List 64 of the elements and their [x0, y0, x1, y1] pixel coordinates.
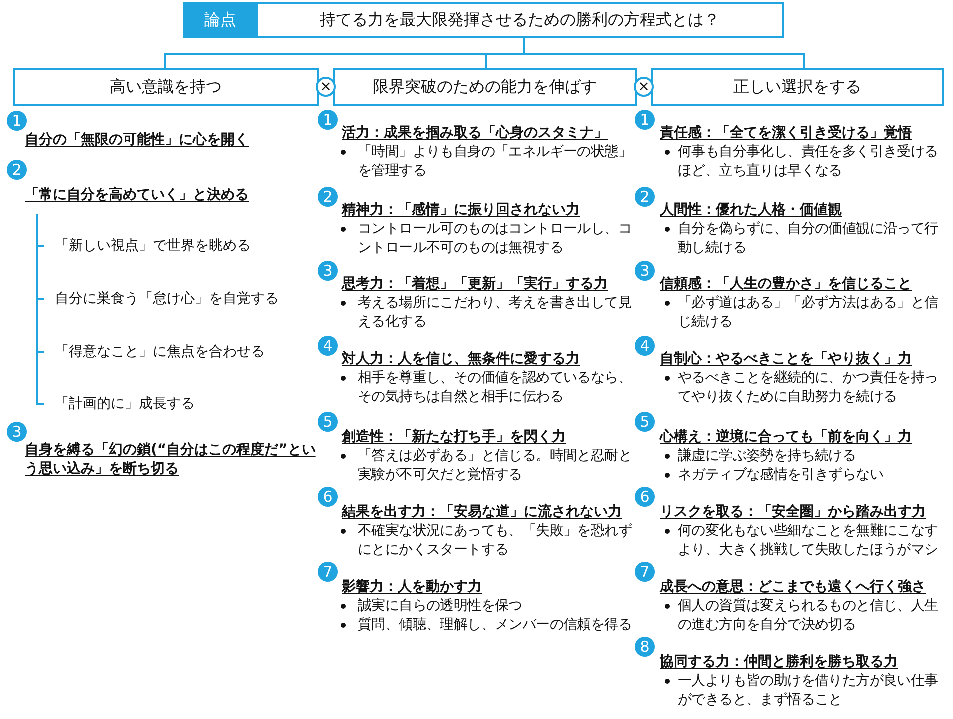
- bullet-text: 何の変化もない些細なことを無難にこなすより、大きく挑戦して失敗したほうがマシ: [678, 522, 940, 560]
- item-heading: 自分の「無限の可能性」に心を開く: [25, 131, 249, 150]
- bullet-text: 一人よりも皆の助けを借りた方が良い仕事ができると、まず悟ること: [678, 672, 940, 710]
- item-heading: 心構え：逆境に合っても「前を向く」力: [660, 428, 912, 447]
- bullet-text: やるべきことを継続的に、かつ責任を持ってやり抜くために自助努力を続ける: [678, 369, 940, 407]
- item-heading: 結果を出す力：「安易な道」に流されない力: [342, 503, 622, 522]
- number-badge: 1: [318, 110, 338, 130]
- bullet-text: 自分を偽らずに、自分の価値観に沿って行動し続ける: [678, 220, 940, 258]
- category-box: 高い意識を持つ: [13, 68, 319, 106]
- sub-item-text: 「計画的に」成長する: [55, 395, 195, 414]
- bullet-text: 何事も自分事化し、責任を多く引き受けるほど、立ち直りは早くなる: [678, 143, 940, 181]
- number-badge: 4: [318, 336, 338, 356]
- bullet-text: 「時間」よりも自身の「エネルギーの状態」を管理する: [358, 143, 634, 181]
- number-badge: 2: [635, 187, 655, 207]
- item-heading: リスクを取る：「安全圏」から踏み出す力: [660, 503, 926, 522]
- number-badge: 1: [635, 110, 655, 130]
- number-badge: 5: [318, 412, 338, 432]
- number-badge: 2: [318, 187, 338, 207]
- item-heading: 責任感：「全てを潔く引き受ける」覚悟: [660, 124, 912, 143]
- bullet-text: コントロール可のものはコントロールし、コントロール不可のものは無視する: [358, 220, 634, 258]
- bullet-text: 相手を尊重し、その価値を認めているなら、その気持ちは自然と相手に伝わる: [358, 369, 634, 407]
- item-heading: 自身を縛る「幻の鎖(“自分はこの程度だ”という思い込み」を断ち切る: [25, 441, 317, 479]
- item-heading: 成長への意思：どこまでも遠くへ行く強さ: [660, 578, 926, 597]
- number-badge: 3: [635, 261, 655, 281]
- number-badge: 3: [318, 261, 338, 281]
- item-heading: 対人力：人を信じ、無条件に愛する力: [342, 350, 580, 369]
- item-heading: 信頼感：「人生の豊かさ」を信じること: [660, 275, 912, 294]
- number-badge: 7: [635, 562, 655, 582]
- question-box: [183, 2, 784, 38]
- item-heading: 思考力：「着想」「更新」「実行」する力: [342, 275, 608, 294]
- item-heading: 活力：成果を掴み取る「心身のスタミナ」: [342, 124, 608, 143]
- bullet-text: 誠実に自らの透明性を保つ: [358, 597, 522, 616]
- item-heading: 創造性：「新たな打ち手」を閃く力: [342, 428, 566, 447]
- question-title: 持てる力を最大限発揮させるための勝利の方程式とは？: [320, 10, 720, 30]
- topic-tag: 論点: [183, 2, 258, 38]
- sub-item-text: 「得意なこと」に焦点を合わせる: [55, 343, 265, 362]
- bullet-text: 謙虚に学ぶ姿勢を持ち続ける: [678, 447, 856, 466]
- item-heading: 自制心：やるべきことを「やり抜く」力: [660, 350, 912, 369]
- item-heading: 人間性：優れた人格・価値観: [660, 201, 842, 220]
- sub-item-text: 「新しい視点」で世界を眺める: [55, 237, 251, 256]
- bullet-text: 個人の資質は変えられるものと信じ、人生の進む方向を自分で決め切る: [678, 597, 940, 635]
- item-heading: 協同する力：仲間と勝利を勝ち取る力: [660, 653, 898, 672]
- bullet-text: ネガティブな感情を引きずらない: [678, 466, 884, 485]
- item-heading: 「常に自分を高めていく」と決める: [25, 186, 249, 205]
- category-box: 限界突破のための能力を伸ばす: [333, 68, 637, 106]
- bullet-text: 質問、傾聴、理解し、メンバーの信頼を得る: [358, 616, 632, 635]
- sub-item-text: 自分に巣食う「怠け心」を自覚する: [55, 290, 279, 309]
- category-box: 正しい選択をする: [651, 68, 944, 106]
- number-badge: 5: [635, 412, 655, 432]
- connector-line: [523, 38, 805, 68]
- item-heading: 精神力：「感情」に振り回されない力: [342, 201, 580, 220]
- number-badge: 1: [7, 111, 27, 131]
- number-badge: 8: [635, 637, 655, 657]
- number-badge: 6: [318, 487, 338, 507]
- number-badge: 2: [7, 160, 27, 180]
- item-heading: 影響力：人を動かす力: [342, 578, 482, 597]
- number-badge: 7: [318, 562, 338, 582]
- bullet-text: 「必ず道はある」「必ず方法はある」と信じ続ける: [678, 294, 940, 332]
- number-badge: 4: [635, 336, 655, 356]
- bullet-text: 考える場所にこだわり、考えを書き出して見える化する: [358, 294, 634, 332]
- bullet-text: 「答えは必ずある」と信じる。時間と忍耐と実験が不可欠だと覚悟する: [358, 447, 634, 485]
- bullet-text: 不確実な状況にあっても、「失敗」を恐れずにとにかくスタートする: [358, 522, 634, 560]
- number-badge: 3: [7, 422, 27, 442]
- number-badge: 6: [635, 487, 655, 507]
